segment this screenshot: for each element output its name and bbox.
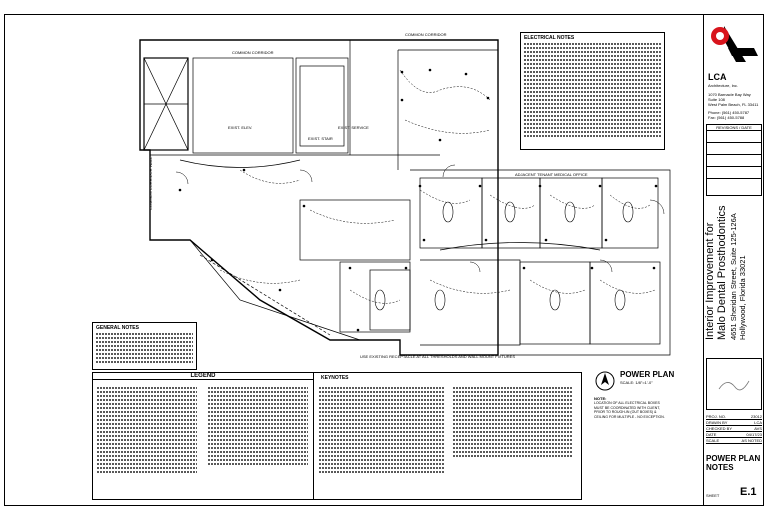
architect-seal-box [706, 358, 762, 410]
project-title-line1: Interior Improvement for [704, 222, 716, 340]
signature-seal-icon [718, 380, 750, 391]
keynotes-title: KEYNOTES [321, 375, 349, 381]
date-label: DATE [706, 432, 717, 437]
location-note: NOTE: LOCATION OF ALL ELECTRICAL BOXES M… [594, 396, 666, 436]
electrical-notes-box: ELECTRICAL NOTES [520, 32, 665, 150]
revisions-table: REVISIONS / DATE [706, 124, 762, 196]
project-address-line2: Hollywood, Florida 33021 [738, 255, 747, 340]
drawn-by-label: DRAWN BY [706, 420, 728, 425]
lca-logo-icon [711, 26, 758, 62]
title-block-divider [703, 14, 704, 506]
firm-addr3: West Palm Beach, FL 33411 [708, 102, 759, 107]
firm-sub: Architecture, Inc. [708, 83, 739, 88]
firm-name: LCA [708, 72, 727, 82]
sheet-number: E.1 [740, 486, 757, 498]
firm-fax: Fax: (561) 450-5788 [708, 115, 745, 120]
proj-no-value: 23012 [750, 414, 762, 419]
firm-addr1: 1070 Barnacle Bay Way [708, 92, 751, 97]
north-arrow-icon [595, 371, 615, 391]
sheet-title-line2: NOTES [706, 463, 734, 472]
exist-elev-label: EXIST. ELEV. [228, 125, 253, 130]
scale-label: SCALE [706, 438, 720, 443]
project-title-line2: Malo Dental Prosthodontics [716, 205, 728, 340]
note-title: NOTE: [594, 396, 607, 401]
power-plan-scale: SCALE: 1/8"=1'-0" [620, 380, 653, 385]
general-notes-title: GENERAL NOTES [96, 325, 139, 331]
sheet-label: SHEET [706, 493, 720, 498]
exist-service-label: EXIST. SERVICE [338, 125, 369, 130]
adjacent-tenant-label: ADJACENT TENANT MEDICAL OFFICE [515, 172, 588, 177]
firm-addr2: Suite 108 [708, 97, 725, 102]
corridor-label-right: COMMON CORRIDOR [405, 32, 447, 37]
project-info-table: PROJ. NO. 23012 DRAWN BY LCA CHECKED BY … [706, 414, 762, 444]
checked-by-label: CHECKED BY [706, 426, 733, 431]
bottom-plan-note: USE EXISTING RECEPTACLE AT ALL THRESHOLD… [360, 354, 515, 359]
legend-title: LEGEND [93, 373, 313, 380]
power-plan-title: POWER PLAN [620, 370, 675, 379]
drawing-sheet [4, 14, 764, 506]
legend-keynotes-box: LEGEND KEYNOTES [92, 372, 582, 500]
date-value: 04/17/23 [746, 432, 762, 437]
drawn-by-value: LCA [754, 420, 762, 425]
note-text: LOCATION OF ALL ELECTRICAL BOXES MUST BE… [594, 401, 665, 419]
electrical-notes-title: ELECTRICAL NOTES [524, 35, 575, 41]
exist-stair-label: EXIST. STAIR [308, 136, 333, 141]
scale-value: AS NOTED [741, 438, 762, 443]
general-notes-box: GENERAL NOTES [92, 322, 197, 370]
project-address-line1: 4651 Sheridan Street, Suite 125-126A [729, 213, 738, 340]
keynotes-section: KEYNOTES [313, 373, 581, 499]
checked-by-value: AVS [754, 426, 762, 431]
firm-phone: Phone: (561) 450-5787 [708, 110, 750, 115]
corridor-label-left: COMMON CORRIDOR WALL [148, 156, 153, 210]
revisions-label: REVISIONS / DATE [707, 125, 761, 131]
corridor-label-top: COMMON CORRIDOR [232, 50, 274, 55]
proj-no-label: PROJ. NO. [706, 414, 727, 419]
legend-section: LEGEND [93, 373, 314, 499]
sheet-title-line1: POWER PLAN [706, 454, 761, 463]
power-plan-title-block: POWER PLAN SCALE: 1/8"=1'-0" [594, 368, 674, 394]
